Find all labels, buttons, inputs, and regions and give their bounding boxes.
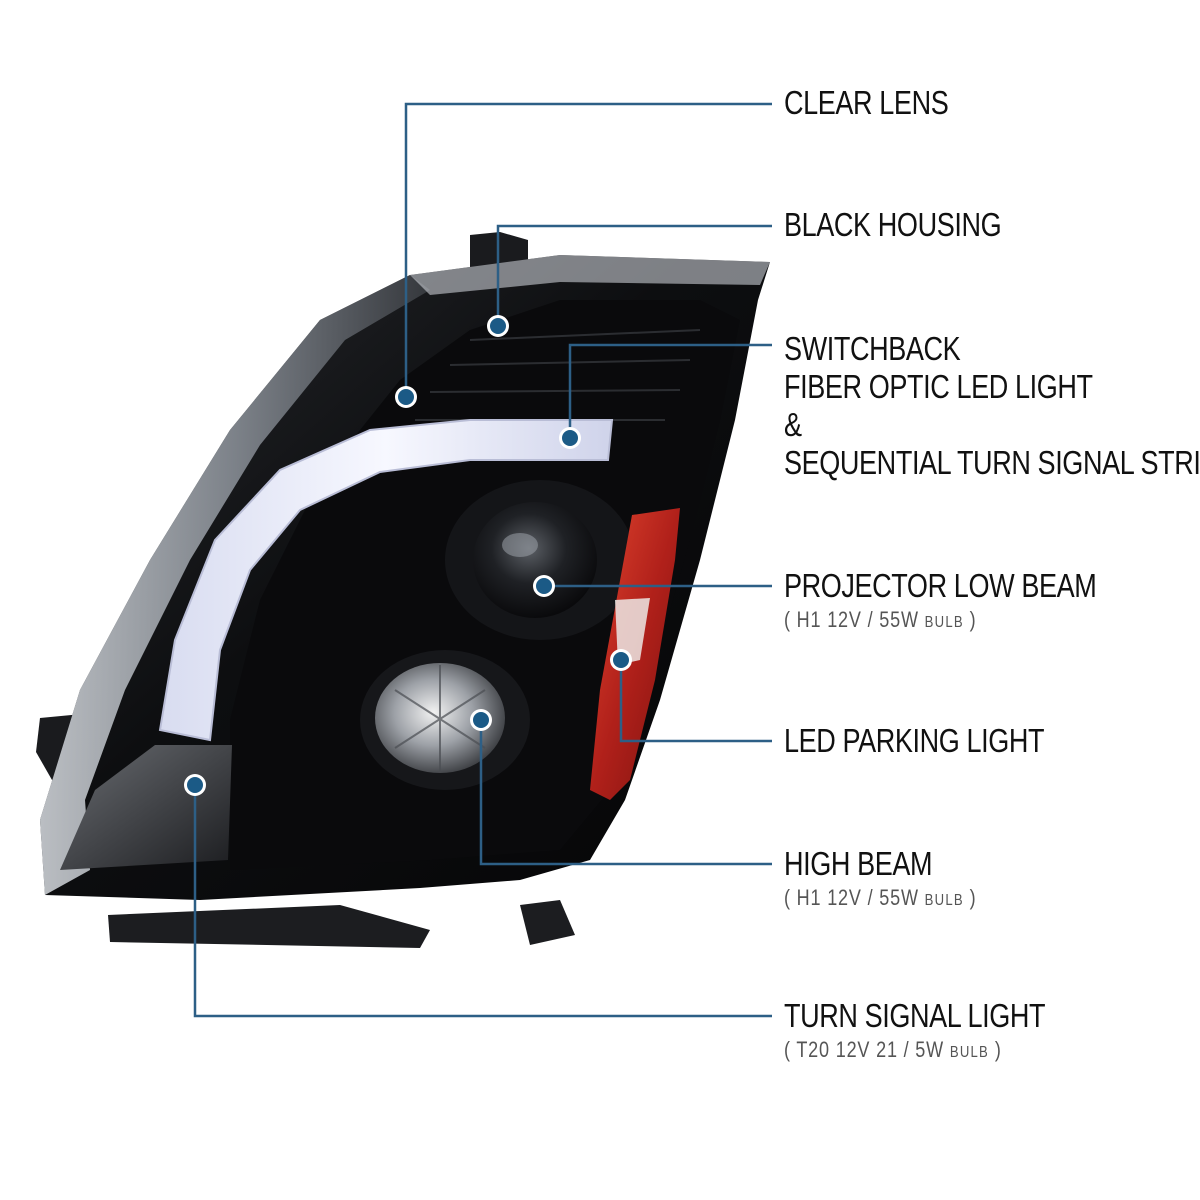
label-turn-signal: TURN SIGNAL LIGHT ( T20 12V 21 / 5W BULB… xyxy=(784,997,1046,1066)
bottom-right-tab xyxy=(520,900,575,945)
callout-lines xyxy=(193,102,772,1018)
bottom-mount-tab xyxy=(108,905,430,948)
label-projector-spec-unit: BULB xyxy=(924,614,964,631)
callout-line-turn-signal xyxy=(193,785,772,1018)
callout-dot-high-beam xyxy=(470,709,492,731)
callout-line-high-beam xyxy=(479,720,772,866)
projector-low-beam-lens xyxy=(445,480,635,640)
label-clear-lens: CLEAR LENS xyxy=(784,84,949,122)
label-high-beam: HIGH BEAM ( H1 12V / 55W BULB ) xyxy=(784,845,977,914)
callout-line-black-housing xyxy=(496,224,772,326)
label-switchback: SWITCHBACK FIBER OPTIC LED LIGHT & SEQUE… xyxy=(784,330,1200,482)
label-high-beam-spec-open: ( H1 12V / 55W xyxy=(784,885,925,910)
callout-line-led-parking xyxy=(619,660,772,743)
label-switchback-line2: FIBER OPTIC LED LIGHT xyxy=(784,368,1093,405)
label-projector-low-beam: PROJECTOR LOW BEAM ( H1 12V / 55W BULB ) xyxy=(784,567,1097,636)
label-high-beam-spec: ( H1 12V / 55W BULB ) xyxy=(784,885,977,914)
label-black-housing: BLACK HOUSING xyxy=(784,206,1002,244)
callout-dot-black-housing xyxy=(487,315,509,337)
callout-dot-projector xyxy=(533,575,555,597)
label-led-parking: LED PARKING LIGHT xyxy=(784,722,1045,760)
led-parking-insert xyxy=(615,598,650,665)
callout-dot-led-parking xyxy=(610,649,632,671)
label-high-beam-title: HIGH BEAM xyxy=(784,845,933,882)
label-projector-title: PROJECTOR LOW BEAM xyxy=(784,567,1097,604)
label-high-beam-spec-unit: BULB xyxy=(924,892,964,909)
label-projector-spec: ( H1 12V / 55W BULB ) xyxy=(784,607,1096,636)
callout-dot-clear-lens xyxy=(395,386,417,408)
label-switchback-line4: SEQUENTIAL TURN SIGNAL STRIP xyxy=(784,444,1200,481)
label-turn-signal-spec-close: ) xyxy=(989,1037,1002,1062)
label-high-beam-spec-close: ) xyxy=(963,885,977,910)
label-projector-spec-close: ) xyxy=(963,607,977,632)
clear-lens-top xyxy=(410,255,770,295)
label-turn-signal-title: TURN SIGNAL LIGHT xyxy=(784,997,1046,1034)
label-turn-signal-spec-open: ( T20 12V 21 / 5W xyxy=(784,1037,950,1062)
callout-dots xyxy=(184,315,632,796)
high-beam-reflector xyxy=(360,650,530,790)
callout-line-switchback xyxy=(568,343,772,438)
callout-line-clear-lens xyxy=(404,102,772,397)
switchback-led-strip xyxy=(158,419,614,742)
label-switchback-line3: & xyxy=(784,406,802,443)
label-clear-lens-title: CLEAR LENS xyxy=(784,84,949,121)
label-turn-signal-spec: ( T20 12V 21 / 5W BULB ) xyxy=(784,1037,1045,1066)
label-projector-spec-open: ( H1 12V / 55W xyxy=(784,607,925,632)
label-switchback-line1: SWITCHBACK xyxy=(784,330,961,367)
label-turn-signal-spec-unit: BULB xyxy=(949,1044,990,1061)
label-black-housing-title: BLACK HOUSING xyxy=(784,206,1002,243)
label-led-parking-title: LED PARKING LIGHT xyxy=(784,722,1045,759)
callout-dot-turn-signal xyxy=(184,774,206,796)
callout-dot-switchback xyxy=(559,427,581,449)
